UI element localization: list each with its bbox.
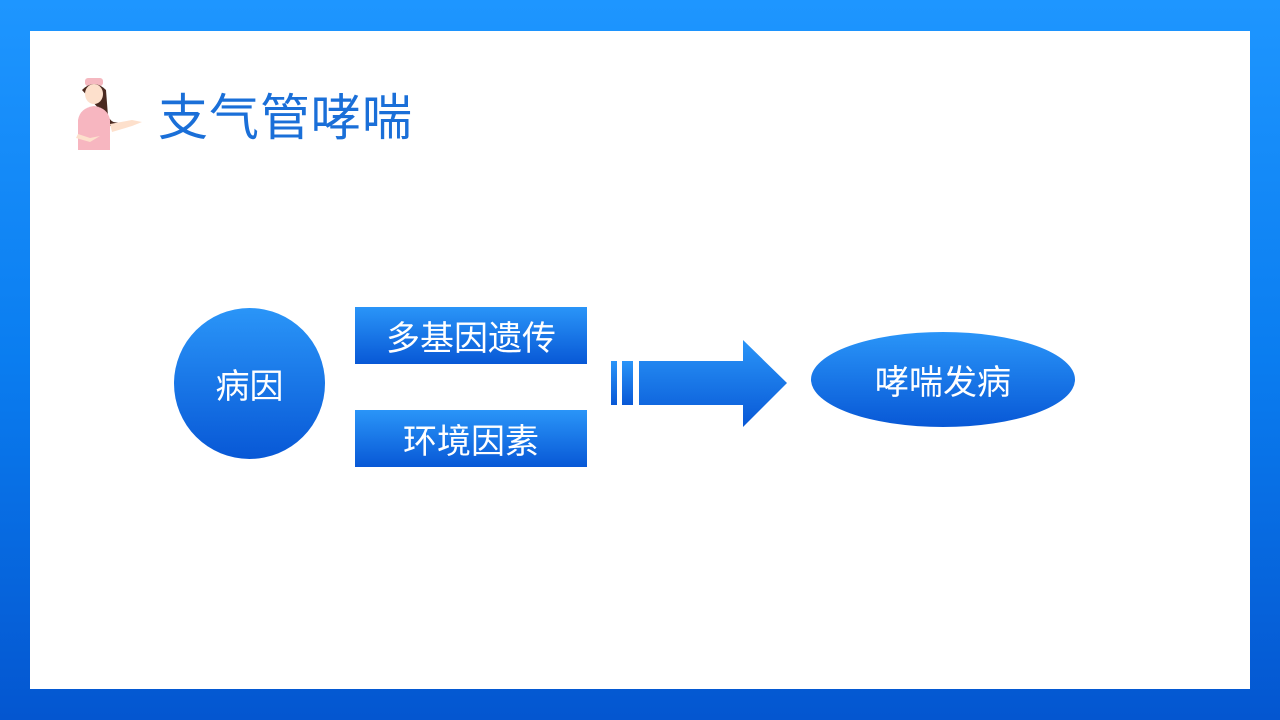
right-arrow-icon [611, 340, 787, 427]
page-title: 支气管哮喘 [158, 89, 413, 147]
result-ellipse: 哮喘发病 [811, 332, 1075, 427]
nurse-illustration-icon [76, 78, 142, 150]
cause-circle: 病因 [174, 308, 325, 459]
factor-box-genetic: 多基因遗传 [355, 307, 587, 364]
factor-box-environment: 环境因素 [355, 410, 587, 467]
